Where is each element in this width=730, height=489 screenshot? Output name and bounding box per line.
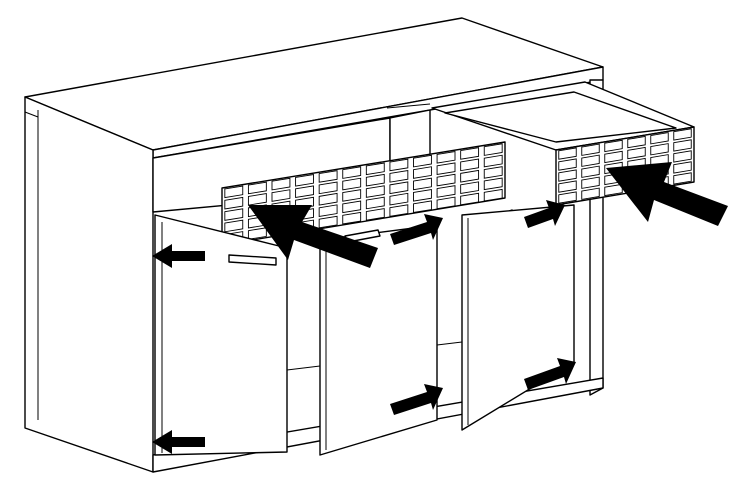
arrow-icon: [248, 205, 378, 268]
drawer-compartment: [389, 170, 409, 183]
drawer-compartment: [558, 147, 577, 160]
arrow-icon: [390, 214, 443, 245]
drawer-compartment: [673, 150, 692, 163]
arrow-icon: [152, 244, 205, 268]
arrow-icon: [390, 384, 443, 415]
drawer-compartment: [460, 169, 480, 183]
drawer-compartment: [413, 177, 432, 191]
drawer-compartment: [224, 196, 244, 210]
middle-door-panel: [319, 224, 438, 456]
drawer-compartment: [483, 188, 503, 202]
drawer-compartment: [365, 185, 385, 198]
drawer-compartment: [673, 161, 692, 174]
left-drawer-grid: [224, 143, 503, 244]
drawer-compartment: [365, 173, 385, 187]
drawer-compartment: [581, 165, 600, 178]
drawer-compartment: [483, 143, 503, 156]
drawer-compartment: [650, 132, 669, 145]
drawer-compartment: [558, 169, 577, 182]
drawer-compartment: [558, 191, 577, 204]
drawer-compartment: [224, 219, 244, 233]
arrow-group: [152, 162, 728, 454]
drawer-compartment: [224, 208, 244, 221]
drawer-compartment: [247, 193, 267, 206]
drawer-compartment: [295, 173, 314, 187]
drawer-compartment: [318, 192, 338, 206]
drawer-compartment: [365, 196, 385, 210]
drawer-compartment: [436, 196, 456, 210]
drawer-compartment: [389, 204, 409, 217]
drawer-compartment: [627, 146, 646, 160]
left-door-panel: [154, 214, 288, 456]
drawer-compartment: [558, 158, 577, 171]
drawer-compartment: [673, 139, 692, 152]
drawer-compartment: [224, 185, 244, 199]
arrow-icon: [606, 162, 728, 226]
middle-door: [319, 224, 438, 456]
drawer-compartment: [483, 166, 503, 179]
drawer-compartment: [604, 139, 623, 153]
drawer-compartment: [413, 166, 432, 179]
drawer-compartment: [389, 158, 409, 172]
drawer-compartment: [413, 188, 432, 202]
drawer-compartment: [271, 189, 291, 202]
drawer-compartment: [318, 215, 338, 229]
drawer-compartment: [271, 177, 291, 191]
drawer-compartment: [581, 154, 600, 167]
drawer-compartment: [342, 200, 362, 214]
drawer-compartment: [365, 162, 385, 176]
drawer-compartment: [247, 227, 267, 240]
drawer-compartment: [483, 177, 503, 191]
drawer-compartment: [389, 192, 409, 206]
drawer-compartment: [581, 143, 600, 156]
drawer-compartment: [413, 200, 432, 214]
drawer-compartment: [460, 181, 480, 194]
drawer-compartment: [673, 172, 692, 185]
drawer-compartment: [436, 150, 456, 164]
drawer-compartment: [318, 204, 338, 217]
drawer-compartment: [247, 181, 267, 195]
drawer-compartment: [673, 128, 692, 141]
drawer-compartment: [389, 181, 409, 195]
drawer-compartment: [581, 176, 600, 189]
drawer-compartment: [318, 170, 338, 183]
drawer-compartment: [413, 154, 432, 168]
drawer-compartment: [436, 173, 456, 187]
arrow-icon: [524, 358, 576, 390]
drawer-compartment: [558, 180, 577, 193]
drawer-compartment: [627, 135, 646, 149]
left-door: [154, 214, 288, 456]
arrow-icon: [524, 200, 565, 228]
drawer-compartment: [295, 185, 314, 199]
drawer-compartment: [436, 185, 456, 198]
drawer-compartment: [318, 181, 338, 195]
drawer-compartment: [342, 189, 362, 202]
drawer-compartment: [436, 162, 456, 176]
drawer-compartment: [342, 211, 362, 225]
right-drawer-inner: [444, 91, 677, 143]
drawer-compartment: [604, 150, 623, 164]
drawer-compartment: [460, 147, 480, 160]
drawer-compartment: [460, 158, 480, 172]
drawer-compartment: [342, 166, 362, 179]
left-door-handle: [228, 254, 277, 266]
drawer-compartment: [460, 192, 480, 206]
drawer-compartment: [604, 183, 623, 197]
arrow-icon: [152, 430, 205, 454]
drawer-compartment: [342, 177, 362, 191]
drawer-compartment: [483, 154, 503, 168]
cabinet-left-side: [24, 96, 154, 473]
drawer-compartment: [581, 187, 600, 200]
drawer-compartment: [650, 143, 669, 156]
drawer-compartment: [365, 208, 385, 221]
